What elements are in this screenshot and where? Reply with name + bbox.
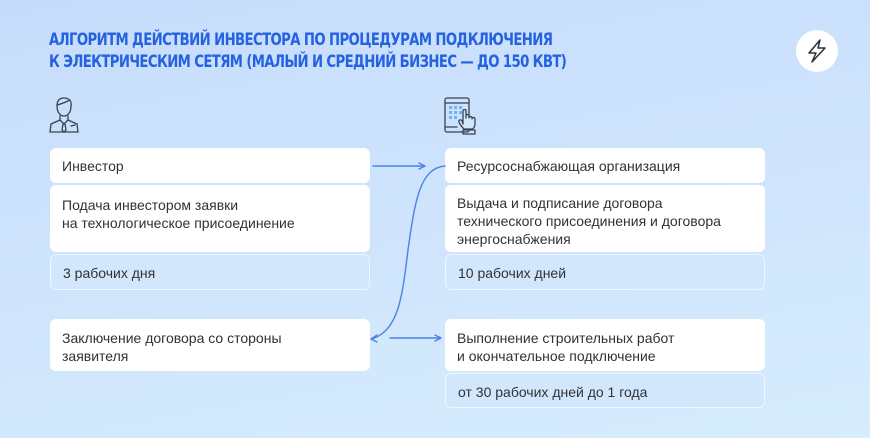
investor-step2-card: Заключение договора со стороны заявителя	[50, 319, 370, 371]
supplier-step2-duration-text: от 30 рабочих дней до 1 года	[458, 384, 648, 400]
supplier-step1-card: Выдача и подписание договора техническог…	[445, 185, 765, 252]
supplier-step1-text: Выдача и подписание договора техническог…	[457, 195, 721, 247]
lightning-bolt-icon	[808, 39, 826, 63]
investor-step1-text: Подача инвестором заявки на технологичес…	[62, 197, 295, 231]
supplier-step2-card: Выполнение строительных работ и окончате…	[445, 319, 765, 371]
supplier-step1-duration: 10 рабочих дней	[445, 254, 765, 290]
investor-label: Инвестор	[62, 158, 124, 174]
investor-step1-duration-text: 3 рабочих дня	[63, 265, 156, 281]
logo	[796, 30, 838, 72]
supplier-step1-duration-text: 10 рабочих дней	[458, 265, 567, 281]
title-line-2: К ЭЛЕКТРИЧЕСКИМ СЕТЯМ (МАЛЫЙ И СРЕДНИЙ Б…	[49, 52, 567, 72]
supplier-label: Ресурсоснабжающая организация	[457, 158, 681, 174]
supplier-step2-duration: от 30 рабочих дней до 1 года	[445, 373, 765, 408]
investor-card: Инвестор	[50, 148, 370, 183]
title-line-1: АЛГОРИТМ ДЕЙСТВИЙ ИНВЕСТОРА ПО ПРОЦЕДУРА…	[49, 30, 553, 50]
tablet-touch-icon	[444, 97, 476, 135]
investor-step1-card: Подача инвестором заявки на технологичес…	[50, 185, 370, 252]
supplier-card: Ресурсоснабжающая организация	[445, 148, 765, 183]
arrow-investor-to-supplier	[372, 162, 426, 170]
arrow-curve-supplier-to-investor	[370, 165, 446, 343]
investor-step2-text: Заключение договора со стороны заявителя	[62, 330, 282, 364]
supplier-step2-text: Выполнение строительных работ и окончате…	[457, 330, 675, 364]
investor-person-icon	[49, 97, 79, 133]
arrow-investor-to-construction	[389, 334, 442, 342]
page-title: АЛГОРИТМ ДЕЙСТВИЙ ИНВЕСТОРА ПО ПРОЦЕДУРА…	[49, 29, 567, 73]
investor-step1-duration: 3 рабочих дня	[50, 254, 370, 290]
